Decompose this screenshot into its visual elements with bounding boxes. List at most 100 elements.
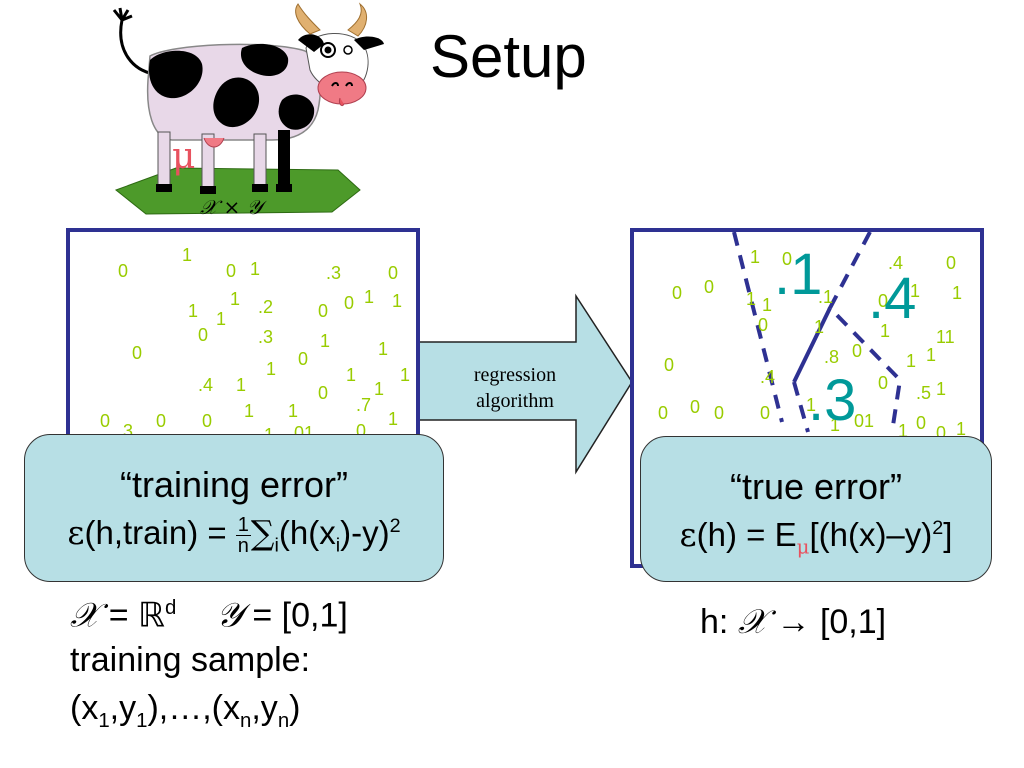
data-point-label: 0 <box>226 261 237 281</box>
region-prediction-label: .4 <box>868 266 917 331</box>
cow-spot <box>278 94 315 130</box>
cow-eye <box>343 45 353 55</box>
x-space-symbol: 𝒳 <box>737 602 768 642</box>
y-space-eq: = [0,1] <box>242 596 348 635</box>
cow-horn <box>347 2 367 37</box>
data-point-label: 1 <box>266 359 277 379</box>
seq-part: ,y <box>109 689 137 727</box>
data-point-label: 0 <box>782 249 793 269</box>
cow-ear <box>298 34 324 52</box>
true-error-box: “true error” ε(h) = Eμ[(h(x)–y)2] <box>640 436 992 582</box>
x-space-symbol: 𝒳 <box>70 595 100 636</box>
data-point-label: 0 <box>664 355 675 375</box>
data-point-label: 1 <box>244 401 255 421</box>
arrow-label-line2: algorithm <box>476 390 554 412</box>
data-point-label: 0 <box>318 383 329 403</box>
data-point-label: 0 <box>758 315 769 335</box>
cow-hoof <box>200 186 216 194</box>
data-point-label: 0 <box>852 341 863 361</box>
data-point-label: 1 <box>750 247 761 267</box>
training-error-expr-b: )-y) <box>340 514 390 551</box>
cow-udder <box>203 137 225 148</box>
boundary-dashed <box>792 381 810 433</box>
sum-index: i <box>274 534 279 557</box>
data-point-label: 1 <box>388 409 399 429</box>
cow-ear <box>354 36 384 50</box>
cow-muzzle <box>317 71 367 105</box>
data-point-label: .5 <box>916 383 932 403</box>
data-point-label: 1 <box>830 415 841 435</box>
training-error-expr-a: (h(x <box>278 514 336 551</box>
y-space-symbol: 𝒴 <box>216 595 243 636</box>
data-point-label: 0 <box>878 291 889 311</box>
true-error-formula: ε(h) = Eμ[(h(x)–y)2] <box>641 507 991 569</box>
epsilon-symbol: ε <box>679 515 697 554</box>
seq-sub: 1 <box>98 709 110 732</box>
cow-spot <box>240 43 289 77</box>
sum-symbol: ∑ <box>250 513 275 552</box>
seq-part: (x <box>70 689 99 727</box>
data-point-label: 1 <box>182 245 193 265</box>
data-point-label: 1 <box>910 281 921 301</box>
true-error-args: (h) = E <box>696 516 797 553</box>
data-point-label: 0 <box>298 349 309 369</box>
boundary-solid <box>792 307 832 383</box>
data-point-label: 0 <box>318 301 329 321</box>
data-point-label: 1 <box>320 331 331 351</box>
data-point-label: 0 <box>936 423 947 443</box>
cow-leg <box>278 130 290 188</box>
cow-hoof <box>156 184 172 192</box>
cow-ground-label: 𝒳 × 𝒴 <box>200 195 268 219</box>
data-point-label: 0 <box>100 411 111 431</box>
arrow-label: regression algorithm <box>440 362 590 414</box>
training-error-heading: “training error” <box>119 464 349 505</box>
data-point-label: 0 <box>132 343 143 363</box>
seq-sub: n <box>240 709 252 732</box>
data-point-label: 0 <box>356 421 367 441</box>
cow-leg <box>253 133 267 189</box>
data-point-label: 1 <box>956 419 967 439</box>
data-point-label: 1 <box>250 259 261 279</box>
regression-arrow <box>415 293 633 475</box>
fraction-numerator: 1 <box>235 513 251 536</box>
data-point-label: 1 <box>936 379 947 399</box>
cow-horn <box>295 3 321 35</box>
true-error-expr-end: ] <box>943 516 953 553</box>
data-point-label: .8 <box>824 347 840 367</box>
cow-mu-label: μ <box>172 136 195 177</box>
data-point-label: 0 <box>658 403 669 423</box>
data-point-label: 1 <box>288 401 299 421</box>
cow-spot <box>148 50 203 99</box>
data-point-label: 0 <box>202 411 213 431</box>
training-error-args: (h,train) = <box>84 514 236 551</box>
fraction-denominator: n <box>237 534 249 557</box>
data-point-label: .4 <box>198 375 214 395</box>
boundary-dashed <box>732 232 784 423</box>
data-point-label: 1 <box>374 379 385 399</box>
data-point-label: 0 <box>690 397 701 417</box>
slide-title: Setup <box>430 23 587 90</box>
arrow-shape <box>415 293 633 475</box>
data-point-label: 0 <box>344 293 355 313</box>
data-point-label: 1 <box>236 375 247 395</box>
data-point-label: 1 <box>188 301 199 321</box>
cow-tongue <box>339 97 345 107</box>
cow-nostril <box>331 82 339 87</box>
data-point-label: 0 <box>672 283 683 303</box>
seq-part: ),…,(x <box>147 689 241 727</box>
seq-sub: 1 <box>136 709 148 732</box>
data-point-label: 0 <box>946 253 957 273</box>
data-point-label: .4 <box>760 367 776 387</box>
x-index: i <box>335 534 341 557</box>
cow-tail-tuft <box>112 7 133 22</box>
cow-spot <box>213 77 260 128</box>
data-point-label: 0 <box>760 403 771 423</box>
x-space-eq: = ℝ <box>99 596 165 635</box>
data-point-label: .2 <box>258 297 274 317</box>
data-point-label: 0 <box>156 411 167 431</box>
training-sample-label: training sample: <box>70 641 311 679</box>
data-point-label: 1 <box>230 289 241 309</box>
data-point-label: 1 <box>926 345 937 365</box>
